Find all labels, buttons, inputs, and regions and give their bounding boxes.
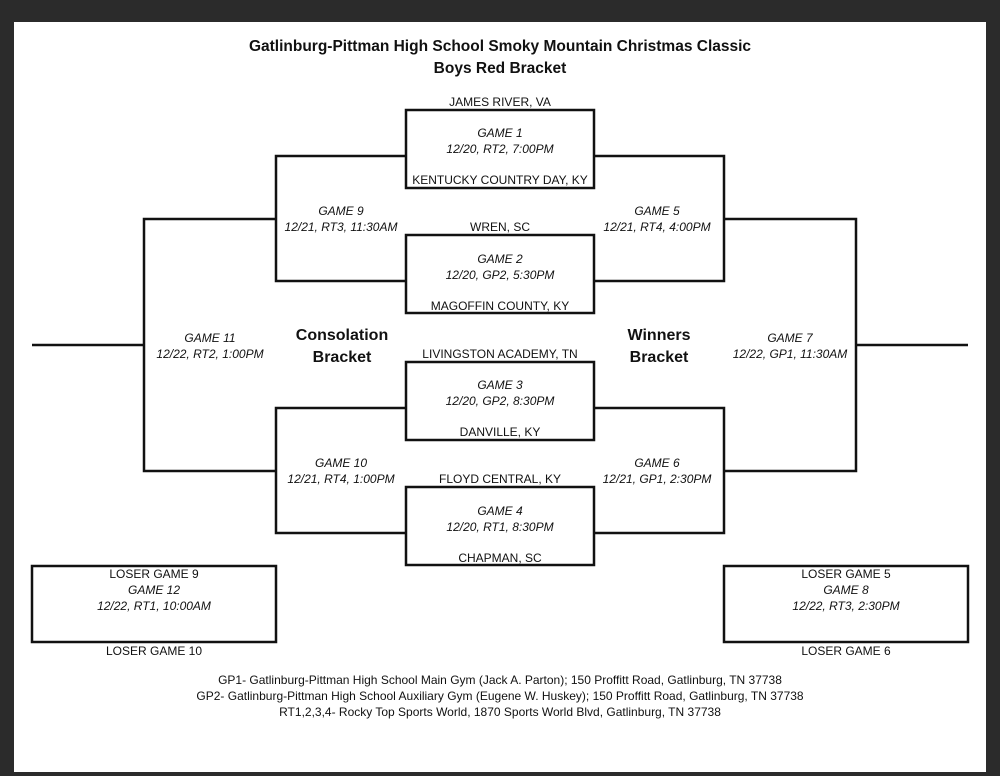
game-number: GAME 12 — [127, 583, 181, 597]
game-info: 12/22, GP1, 11:30AM — [732, 347, 848, 361]
game-number: GAME 5 — [634, 204, 680, 218]
game-number: GAME 4 — [477, 504, 523, 518]
game12-box — [30, 564, 278, 644]
game-number: GAME 9 — [318, 204, 364, 218]
game-info: 12/22, RT1, 10:00AM — [97, 599, 211, 613]
loser-label: LOSER GAME 9 — [109, 567, 199, 581]
game-info: 12/21, RT4, 1:00PM — [287, 472, 395, 486]
consolation-label: Bracket — [312, 349, 372, 366]
winners-label: Bracket — [629, 349, 689, 366]
bracket-subtitle: Boys Red Bracket — [433, 60, 567, 77]
game2-box — [404, 233, 596, 315]
game-info: 12/20, GP2, 8:30PM — [445, 394, 555, 408]
team-label: LIVINGSTON ACADEMY, TN — [422, 347, 578, 361]
team-label: MAGOFFIN COUNTY, KY — [430, 299, 570, 313]
game4-box — [404, 485, 596, 567]
game-number: GAME 11 — [184, 331, 236, 345]
bracket-title: Gatlinburg-Pittman High School Smoky Mou… — [248, 38, 752, 55]
game-info: 12/21, RT4, 4:00PM — [603, 220, 711, 234]
game-info: 12/22, RT3, 2:30PM — [792, 599, 900, 613]
loser-label: LOSER GAME 5 — [801, 567, 891, 581]
game3-box — [404, 360, 596, 442]
game8-box — [722, 564, 970, 644]
team-label: CHAPMAN, SC — [458, 551, 542, 565]
game-number: GAME 3 — [477, 378, 523, 392]
game-info: 12/20, GP2, 5:30PM — [445, 268, 555, 282]
game-info: 12/21, GP1, 2:30PM — [602, 472, 712, 486]
game-number: GAME 8 — [823, 583, 869, 597]
game-number: GAME 6 — [634, 456, 680, 470]
team-label: DANVILLE, KY — [459, 425, 541, 439]
team-label: FLOYD CENTRAL, KY — [438, 472, 562, 486]
bracket-lines — [30, 108, 970, 644]
game-number: GAME 2 — [477, 252, 523, 266]
venue-gp1: GP1- Gatlinburg-Pittman High School Main… — [218, 673, 782, 687]
team-label: WREN, SC — [470, 220, 530, 234]
game-info: 12/20, RT1, 8:30PM — [446, 520, 554, 534]
game-number: GAME 1 — [477, 126, 523, 140]
consolation-label: Consolation — [295, 327, 389, 344]
winners-label: Winners — [627, 327, 691, 344]
team-label: KENTUCKY COUNTRY DAY, KY — [412, 173, 588, 187]
loser-label: LOSER GAME 10 — [105, 644, 203, 658]
game1-box — [404, 108, 596, 190]
game-number: GAME 7 — [767, 331, 813, 345]
game-number: GAME 10 — [314, 456, 368, 470]
bracket-sheet: Gatlinburg-Pittman High School Smoky Mou… — [14, 22, 986, 772]
venue-rt: RT1,2,3,4- Rocky Top Sports World, 1870 … — [279, 705, 721, 719]
game-info: 12/21, RT3, 11:30AM — [284, 220, 398, 234]
team-label: JAMES RIVER, VA — [449, 95, 551, 109]
game-info: 12/22, RT2, 1:00PM — [156, 347, 264, 361]
venue-gp2: GP2- Gatlinburg-Pittman High School Auxi… — [196, 689, 804, 703]
game-info: 12/20, RT2, 7:00PM — [446, 142, 554, 156]
loser-label: LOSER GAME 6 — [801, 644, 891, 658]
